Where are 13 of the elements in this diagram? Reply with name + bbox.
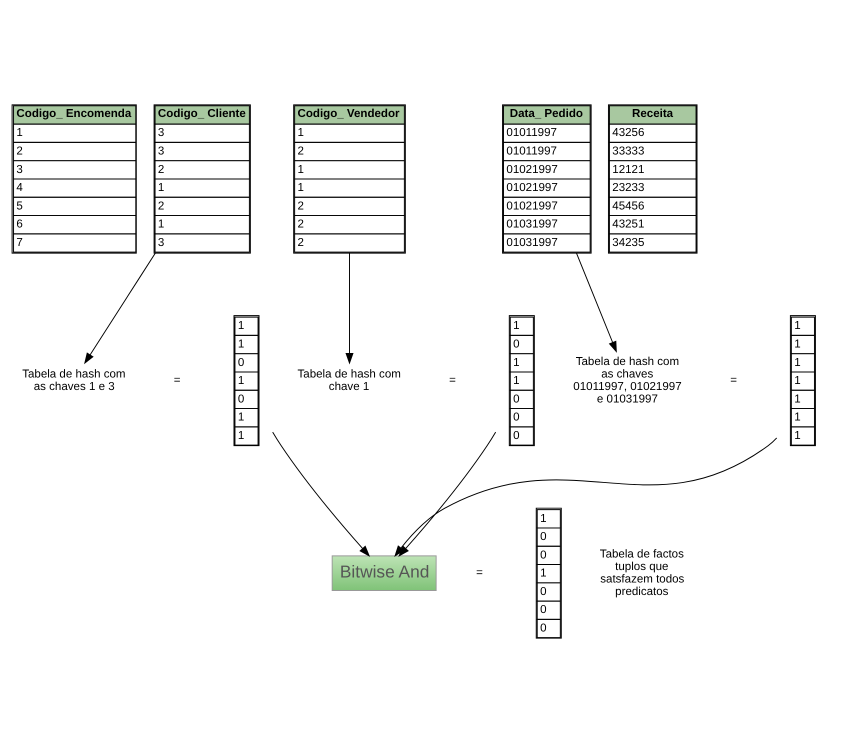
label: = <box>476 567 483 580</box>
node-text: Tabela de hash com chave 1 <box>298 368 401 393</box>
arrow <box>272 432 370 557</box>
label: = <box>174 374 181 387</box>
node-box: Bitwise And <box>332 555 437 591</box>
node-text: Tabela de hash com as chaves 1 e 3 <box>22 368 126 393</box>
arrow <box>345 252 354 365</box>
node-text: Tabela de hash com as chaves 01011997, 01021997 e 01031997 <box>573 356 682 406</box>
arrow <box>84 252 156 364</box>
node-text: Tabela de factos tuplos que satsfazem todos predicatos <box>600 548 684 598</box>
label: = <box>730 374 737 387</box>
label: = <box>449 374 456 387</box>
arrow <box>576 252 617 353</box>
